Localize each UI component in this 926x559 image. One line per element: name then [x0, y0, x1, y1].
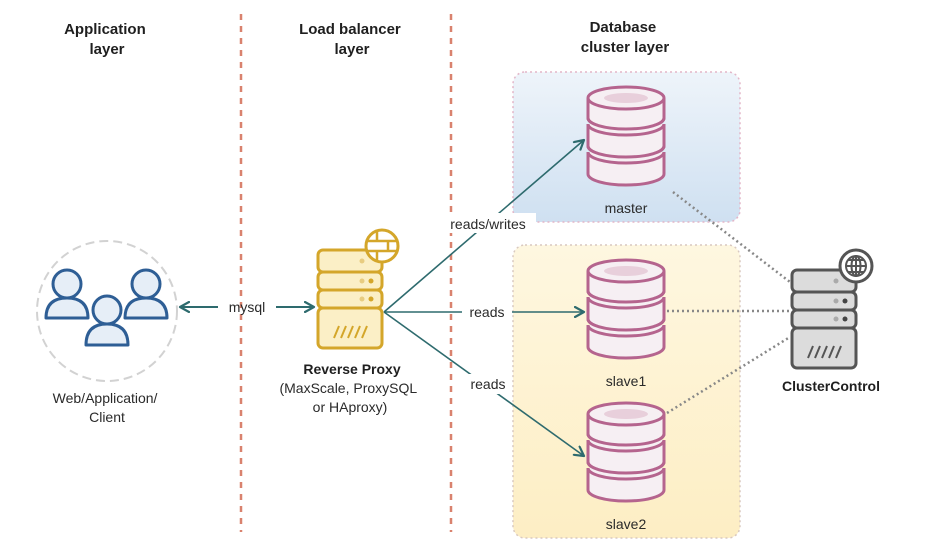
edge-cc-slave2 [666, 335, 791, 415]
proxy-node: Reverse Proxy (MaxScale, ProxySQL or HAp… [279, 228, 420, 415]
proxy-subtitle: (MaxScale, ProxySQL or HAproxy) [279, 380, 420, 415]
edge-label-reads-slave1: reads [469, 304, 504, 320]
slave2-label: slave2 [606, 516, 647, 532]
edge-label-reads-slave2: reads [470, 376, 505, 392]
clustercontrol-label: ClusterControl [782, 378, 880, 394]
firewall-server-icon [316, 228, 400, 350]
slave1-node: slave1 [586, 258, 666, 389]
edge-label-bg [440, 213, 536, 233]
database-icon [586, 85, 666, 187]
edge-label-mysql: mysql [229, 299, 266, 315]
edge-label-bg [464, 374, 512, 394]
globe-server-icon [790, 248, 874, 370]
users-group-icon [44, 268, 169, 347]
master-node: master [586, 85, 666, 216]
edge-label-bg [462, 302, 512, 322]
header-application: Application layer [64, 21, 150, 58]
slaves-group [512, 244, 741, 539]
slave1-label: slave1 [606, 373, 647, 389]
header-database: Database cluster layer [581, 19, 670, 56]
database-icon [586, 401, 666, 503]
header-load-balancer: Load balancer layer [299, 21, 405, 58]
database-icon [586, 258, 666, 360]
clustercontrol-node: ClusterControl [782, 248, 880, 394]
client-label: Web/Application/ Client [53, 390, 162, 425]
proxy-title: Reverse Proxy [303, 361, 401, 377]
master-label: master [605, 200, 648, 216]
edge-label-reads-writes: reads/writes [450, 216, 525, 232]
client-node: Web/Application/ Client [36, 240, 178, 425]
slave2-node: slave2 [586, 401, 666, 532]
